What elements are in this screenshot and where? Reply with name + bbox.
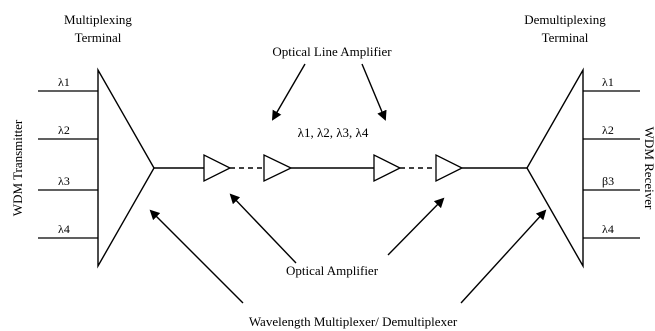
- amplifier-3: [373, 153, 402, 183]
- mux-terminal-label-line2: Terminal: [75, 30, 122, 45]
- tx-channel-label-1: λ1: [58, 75, 70, 89]
- rx-channel-label-4: λ4: [602, 222, 614, 236]
- line-amplifier-arrow-2: [361, 63, 387, 121]
- demux-terminal-label-line2: Terminal: [542, 30, 589, 45]
- demux-terminal-label-line1: Demultiplexing: [524, 12, 606, 27]
- channels-on-fiber-label: λ1, λ2, λ3, λ4: [298, 125, 369, 140]
- multiplexer-shape: [97, 67, 155, 269]
- rx-channel-label-2: λ2: [602, 123, 614, 137]
- rx-channel-label-3: β3: [602, 174, 614, 188]
- demultiplexer-shape: [526, 67, 584, 269]
- wavelength-mux-demux-label: Wavelength Multiplexer/ Demultiplexer: [249, 314, 458, 329]
- demux-arrow: [460, 209, 547, 304]
- mux-terminal-label-line1: Multiplexing: [64, 12, 132, 27]
- optical-amplifier-label: Optical Amplifier: [286, 263, 379, 278]
- wdm-transmitter-label: WDM Transmitter: [10, 119, 25, 216]
- line-amplifier-arrow-1: [271, 63, 306, 121]
- amplifier-4: [435, 153, 464, 183]
- rx-channel-label-1: λ1: [602, 75, 614, 89]
- amplifier-1: [203, 153, 232, 183]
- mux-arrow: [149, 209, 244, 304]
- wdm-receiver-label: WDM Receiver: [642, 127, 655, 210]
- optical-amplifier-arrow-2: [387, 197, 445, 256]
- amplifier-2: [263, 153, 293, 183]
- tx-channel-label-4: λ4: [58, 222, 70, 236]
- optical-line-amplifier-label: Optical Line Amplifier: [272, 44, 392, 59]
- tx-channel-label-3: λ3: [58, 174, 70, 188]
- optical-amplifier-arrow-1: [229, 193, 297, 264]
- tx-channel-label-2: λ2: [58, 123, 70, 137]
